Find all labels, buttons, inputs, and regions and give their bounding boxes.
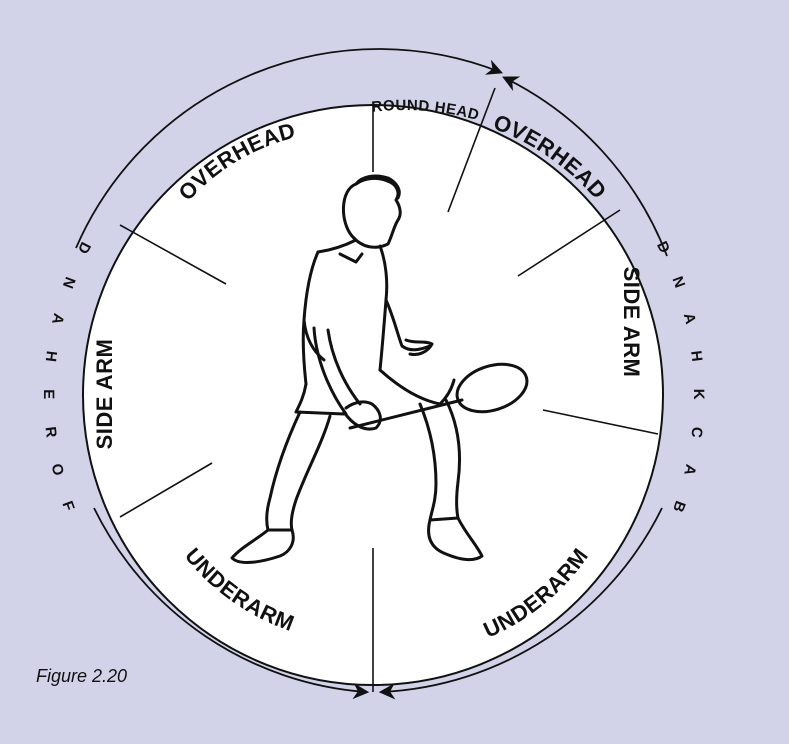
backhand-letter: B — [669, 498, 689, 514]
backhand-letter: A — [680, 311, 699, 326]
backhand-letter: D — [653, 239, 673, 257]
forehand-letter: R — [42, 426, 60, 439]
forehand-letter: N — [59, 274, 79, 290]
figure-caption: Figure 2.20 — [36, 666, 127, 687]
backhand-letter: K — [690, 389, 707, 400]
forehand-letter: O — [48, 462, 67, 478]
label-side-arm-right: SIDE ARM — [619, 267, 644, 378]
forehand-letter: F — [59, 499, 78, 513]
forehand-letter: H — [42, 350, 60, 363]
backhand-letter: A — [680, 463, 699, 478]
backhand-letter: N — [668, 274, 688, 290]
backhand-letter: C — [687, 426, 705, 439]
forehand-letter: A — [48, 312, 67, 327]
forehand-letter: E — [40, 389, 57, 399]
forehand-letter: D — [74, 239, 94, 257]
backhand-letter: H — [687, 350, 705, 363]
label-side-arm-left: SIDE ARM — [92, 339, 117, 450]
